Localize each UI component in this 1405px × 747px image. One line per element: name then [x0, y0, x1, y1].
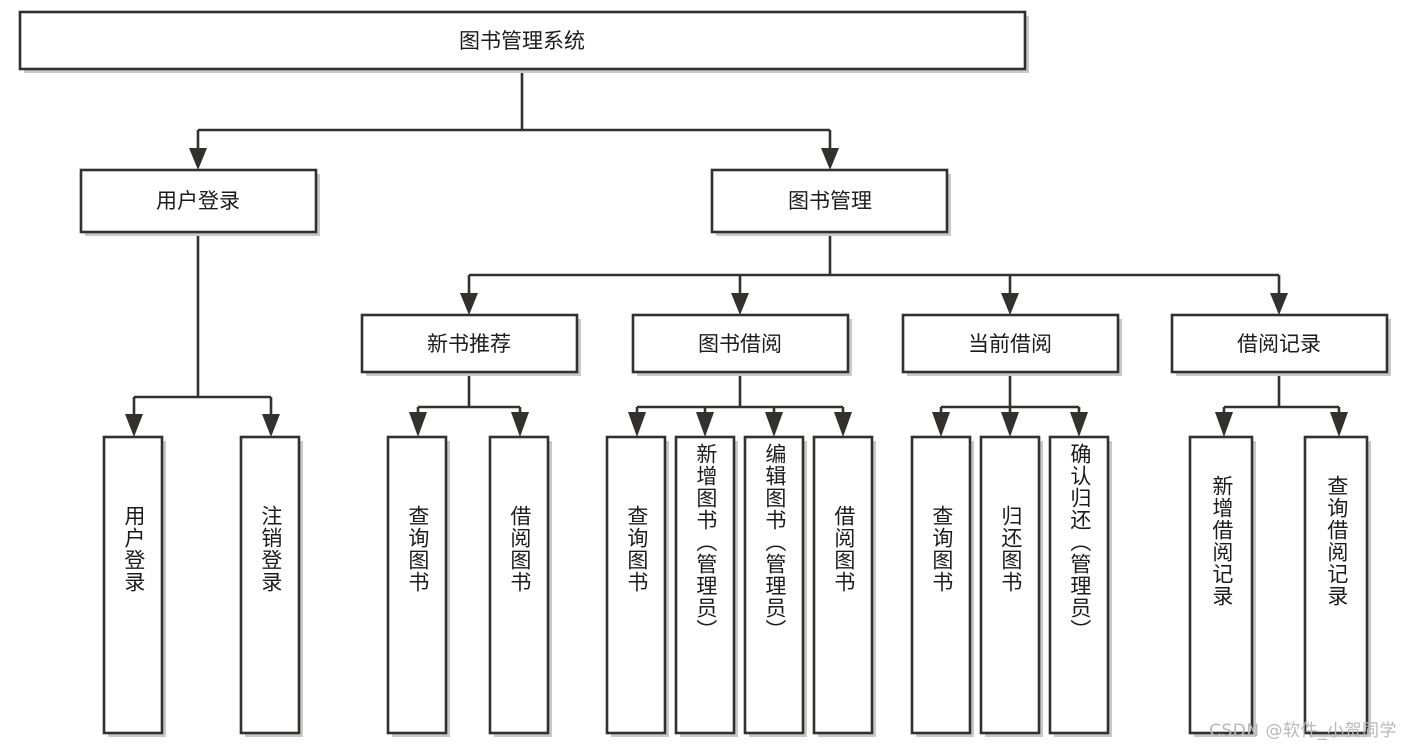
arrow-head-leaf-borrow-book-1	[511, 412, 529, 437]
node-box-leaf-borrow-book-1[interactable]	[488, 435, 550, 735]
arrow-head-book-management	[821, 148, 839, 170]
node-label-book-borrow: 图书借阅	[698, 332, 782, 356]
arrow-head-leaf-borrow-book-2	[834, 412, 852, 437]
arrow-head-leaf-confirm-return	[1070, 412, 1088, 437]
node-box-leaf-query-book-1[interactable]	[386, 435, 448, 735]
arrow-head-leaf-add-book	[696, 412, 714, 437]
nodes-layer: 图书管理系统 用户登录 图书管理 新书推荐 图书借阅 当前借阅 借阅记录	[18, 10, 1391, 737]
arrow-head-leaf-user-login	[125, 414, 143, 437]
arrow-head-book-borrow	[731, 293, 749, 315]
node-box-book-management[interactable]	[710, 168, 949, 234]
arrow-head-leaf-query-book-3	[932, 412, 950, 437]
node-box-leaf-return-book[interactable]	[979, 435, 1041, 735]
node-box-current-borrow[interactable]	[901, 313, 1120, 374]
node-box-leaf-logout-login[interactable]	[239, 435, 301, 735]
node-box-book-borrow[interactable]	[631, 313, 850, 374]
node-box-user-login[interactable]	[79, 168, 318, 234]
node-box-borrow-record[interactable]	[1170, 313, 1389, 374]
node-box-leaf-query-book-2[interactable]	[605, 435, 667, 735]
node-label-root: 图书管理系统	[459, 29, 585, 53]
csdn-watermark: CSDN @软件_小贺同学	[1209, 721, 1397, 741]
node-box-leaf-borrow-book-2[interactable]	[812, 435, 874, 735]
node-box-leaf-edit-book[interactable]	[743, 435, 805, 735]
node-label-current-borrow: 当前借阅	[968, 332, 1052, 356]
node-box-leaf-query-record[interactable]	[1303, 435, 1369, 735]
node-label-book-management: 图书管理	[788, 189, 872, 213]
arrow-head-user-login	[189, 148, 207, 170]
arrow-head-leaf-query-book-1	[409, 412, 427, 437]
node-box-leaf-confirm-return[interactable]	[1048, 435, 1110, 735]
node-box-leaf-query-book-3[interactable]	[910, 435, 972, 735]
arrow-head-leaf-return-book	[1001, 412, 1019, 437]
node-box-leaf-add-book[interactable]	[674, 435, 736, 735]
node-label-user-login: 用户登录	[156, 189, 240, 213]
arrow-head-leaf-edit-book	[765, 412, 783, 437]
arrow-head-leaf-add-record	[1215, 412, 1233, 437]
arrow-head-borrow-record	[1270, 293, 1288, 315]
arrow-head-leaf-logout-login	[262, 414, 280, 437]
node-label-new-book-recommend: 新书推荐	[427, 332, 511, 356]
arrow-head-leaf-query-book-2	[628, 412, 646, 437]
node-label-borrow-record: 借阅记录	[1237, 332, 1321, 356]
edges-layer	[125, 69, 1348, 437]
node-box-new-book-recommend[interactable]	[360, 313, 579, 374]
arrow-head-leaf-query-record	[1330, 412, 1348, 437]
arrow-head-new-book-recommend	[460, 293, 478, 315]
node-box-leaf-add-record[interactable]	[1188, 435, 1254, 735]
node-box-leaf-user-login[interactable]	[102, 435, 164, 735]
arrow-head-current-borrow	[1001, 293, 1019, 315]
node-box-root[interactable]	[18, 10, 1027, 71]
